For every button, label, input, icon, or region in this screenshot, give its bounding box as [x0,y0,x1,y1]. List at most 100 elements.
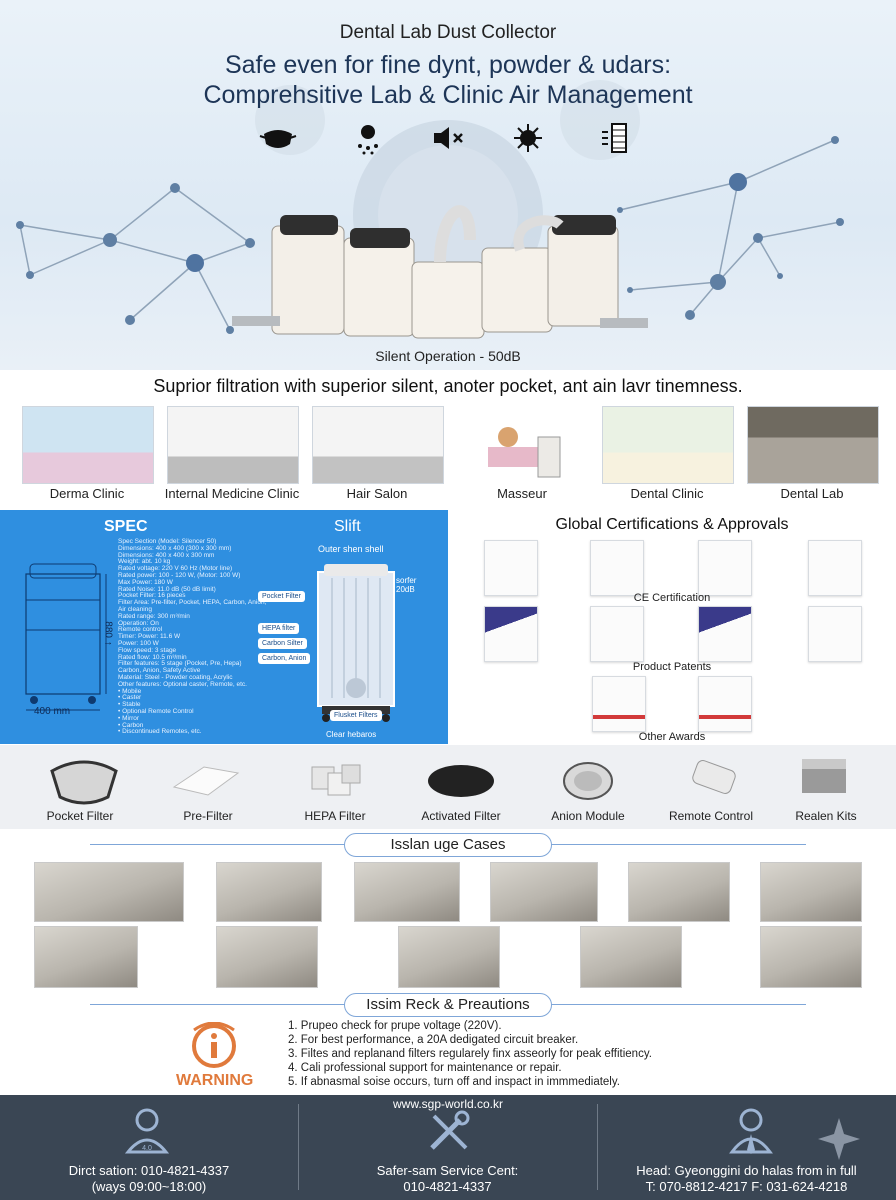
callout-noise: sorfer 20dB [396,576,417,594]
footer-head-phone-fax: T: 070-8812-4217 F: 031-624-4218 [645,1179,848,1194]
operator-avatar-icon: 4.0 [124,1108,170,1154]
callout-outer-shell: Outer shen shell [318,544,384,554]
filtration-title: Suprior filtration with superior silent,… [153,376,743,396]
part-label-realen-kits: Realen Kits [795,809,857,823]
patent-1 [484,606,538,662]
callout-carbon-filter: Carbon Silter [258,638,307,649]
precaution-item-1: 1. Prupeo check for prupe voltage (220V)… [288,1020,502,1032]
precaution-item-3: 3. Filtes and replanand filters regulare… [288,1048,652,1060]
remote-control-image [692,760,736,794]
footer-website-link[interactable]: www.sgp-world.co.kr [392,1097,504,1111]
callout-clear: Clear hebaros [326,730,377,739]
part-label-remote-control: Remote Control [668,809,754,823]
spec-line: Rated flow: 10.5 m³/min [118,653,187,661]
spec-line: Other features: Optional caster, Remote,… [118,680,247,688]
spec-line: Spec Section (Model: Silencer 50) [118,538,217,545]
avatar-badge: 4.0 [142,1145,152,1152]
callout-pocket-filter: Pocket Filter [258,591,305,602]
callout-flushed-filters: Flusket Filters [330,710,382,721]
patent-2 [590,606,644,662]
headquarters-avatar-icon [729,1108,773,1154]
spec-title: SPEC [104,518,148,535]
footer-direct-line: Dirct sation: 010-4821-4337 [68,1163,230,1178]
spec-line: Pocket Filter: 16 pieces [118,592,186,600]
case-photo-3 [354,862,460,922]
silent-operation-caption: Silent Operation - 50dB [375,348,521,364]
warning-icon [192,1022,236,1068]
activated-filter-image [428,765,494,797]
warning-label: WARNING [176,1072,254,1089]
spec-line: Rated range: 300 m³/min [118,612,190,620]
ce-certificate-2 [590,540,644,596]
spec-line: Filter features: 5 stage (Pocket, Pre, H… [118,660,242,668]
cases-title: Isslan uge Cases [344,833,552,857]
sparkle-icon [818,1118,860,1160]
patent-3 [698,606,752,662]
spec-line: Filter Area: Pre-filter, Pocket, HEPA, C… [118,599,267,607]
spec-cutaway-image [317,564,395,722]
spec-line: Material: Steel - Powder coating, Acryli… [118,674,233,681]
clinic-image-hair-salon [312,406,444,484]
spec-line: Flow speed: 3 stage [118,646,177,654]
spec-line: Dimensions: 400 x 400 (300 x 300 mm) [118,544,232,552]
hero-background-network [16,80,844,339]
footer-head-address: Head: Gyeonggini do halas from in full [636,1163,857,1178]
spec-line: Weight: abt. 10 kg [118,558,171,566]
ce-certificate-3 [698,540,752,596]
spec-line: • Optional Remote Control [118,708,194,715]
callout-hepa-filter: HEPA filter [258,623,300,634]
clinic-image-masseur [457,406,589,484]
realen-kits-image [802,759,846,793]
pre-filter-image [172,766,240,796]
certifications-panel: Global Certifications & Approvals CE Cer… [448,510,896,744]
case-photo-9 [398,926,500,988]
spec-line: • Caster [118,694,142,702]
part-label-pocket-filter: Pocket Filter [46,809,114,823]
spec-line: Timer: Power: 11.6 W [118,633,181,641]
precautions-title: Issim Reck & Preautions [344,993,552,1017]
case-photo-5 [628,862,730,922]
collector-units [232,205,648,339]
ce-certification-label: CE Certification [633,592,711,604]
case-photo-2 [216,862,322,922]
clinic-label-internal-medicine: Internal Medicine Clinic [164,486,300,501]
spec-line: Operation: On [118,619,159,627]
filter-icon [598,118,638,158]
callout-carbon-anion: Carbon, Anion [258,653,311,664]
other-awards-label: Other Awards [638,731,706,743]
footer-service-center: Safer-sam Service Cent: [376,1163,519,1178]
spec-line: Remote control [118,626,163,634]
spec-outline-drawing [25,563,107,711]
speaker-mute-icon [428,118,468,158]
case-photo-8 [216,926,318,988]
virus-icon [508,118,548,158]
spec-line: • Stable [118,701,141,709]
spec-line: Power: 100 W [118,640,159,647]
product-patents-label: Product Patents [632,661,712,673]
part-label-hepa-filter: HEPA Filter [304,809,366,823]
spec-subtitle: Slift [334,518,361,535]
clinic-image-internal-medicine [167,406,299,484]
hepa-filter-image [311,764,361,796]
part-label-anion-module: Anion Module [551,809,625,823]
precaution-item-4: 4. Cali professional support for mainten… [288,1062,562,1074]
certifications-title: Global Certifications & Approvals [555,516,789,533]
patent-4 [808,606,862,662]
spec-line: Rated voltage: 220 V 60 Hz (Motor line) [118,565,233,573]
ce-certificate-4 [808,540,862,596]
ce-certificate-1 [484,540,538,596]
spec-line: • Carbon [118,721,144,729]
clinic-label-dental-clinic: Dental Clinic [630,486,704,501]
spec-panel: SPEC Slift 400 mm 880 ↑ Spec Section (Mo… [0,510,448,744]
clinic-image-derma [22,406,154,484]
tools-icon [430,1110,470,1150]
award-1 [592,676,646,732]
case-photo-10 [580,926,682,988]
spec-line: • Mirror [118,714,140,722]
part-label-pre-filter: Pre-Filter [183,809,233,823]
spec-height-label: 880 ↑ [102,621,114,646]
parts-strip: Pocket Filter Pre-Filter HEPA Filter Act… [0,745,896,829]
spec-width-label: 400 mm [34,706,71,717]
spec-line: Max Power: 180 W [118,578,173,586]
anion-module-image [563,762,613,800]
